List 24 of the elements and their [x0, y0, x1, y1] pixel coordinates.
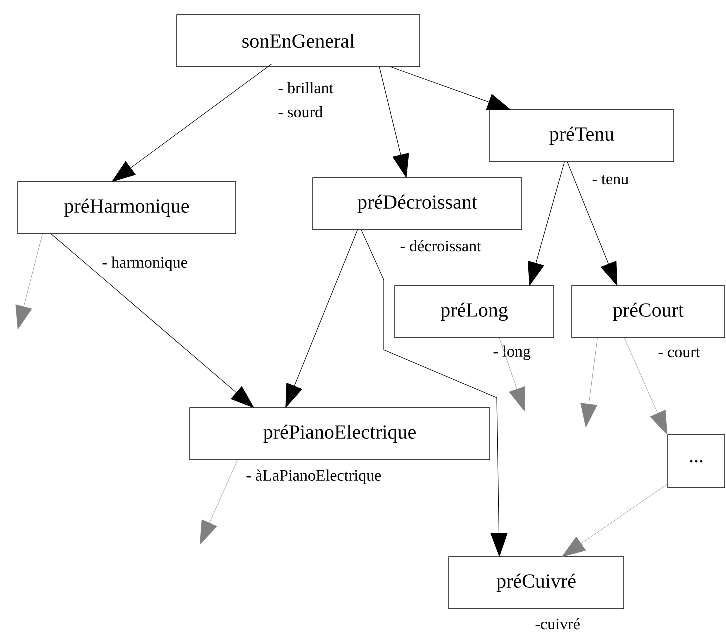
annotation-text: - long: [494, 346, 531, 360]
annotation-text: - court: [658, 348, 700, 358]
node-box: sonEnGeneral: [176, 14, 420, 68]
annotation-text: - àLaPianoElectrique: [246, 470, 382, 484]
annotation-text: - sourd: [278, 106, 323, 118]
arrow: [624, 338, 668, 435]
arrow: [200, 460, 238, 545]
annotation-text: -cuivré: [536, 618, 580, 630]
node-box: préCourt: [572, 286, 726, 338]
node-box: préTenu: [490, 110, 674, 162]
arrow: [499, 338, 526, 412]
node-box: préDécroissant: [312, 178, 522, 230]
node-box: préCuivré: [448, 556, 624, 610]
node-box: préPianoElectrique: [190, 408, 490, 460]
annotation-text: - harmonique: [102, 256, 188, 272]
node-box: préHarmonique: [18, 182, 236, 234]
node-box: préLong: [394, 286, 554, 338]
annotation-text: - brillant: [278, 82, 334, 94]
arrow: [580, 338, 598, 428]
arrow: [562, 484, 668, 558]
annotation-text: - décroissant: [400, 240, 482, 252]
node-box: ...: [668, 434, 726, 488]
arrow: [16, 234, 43, 330]
annotation-text: - tenu: [592, 175, 629, 185]
